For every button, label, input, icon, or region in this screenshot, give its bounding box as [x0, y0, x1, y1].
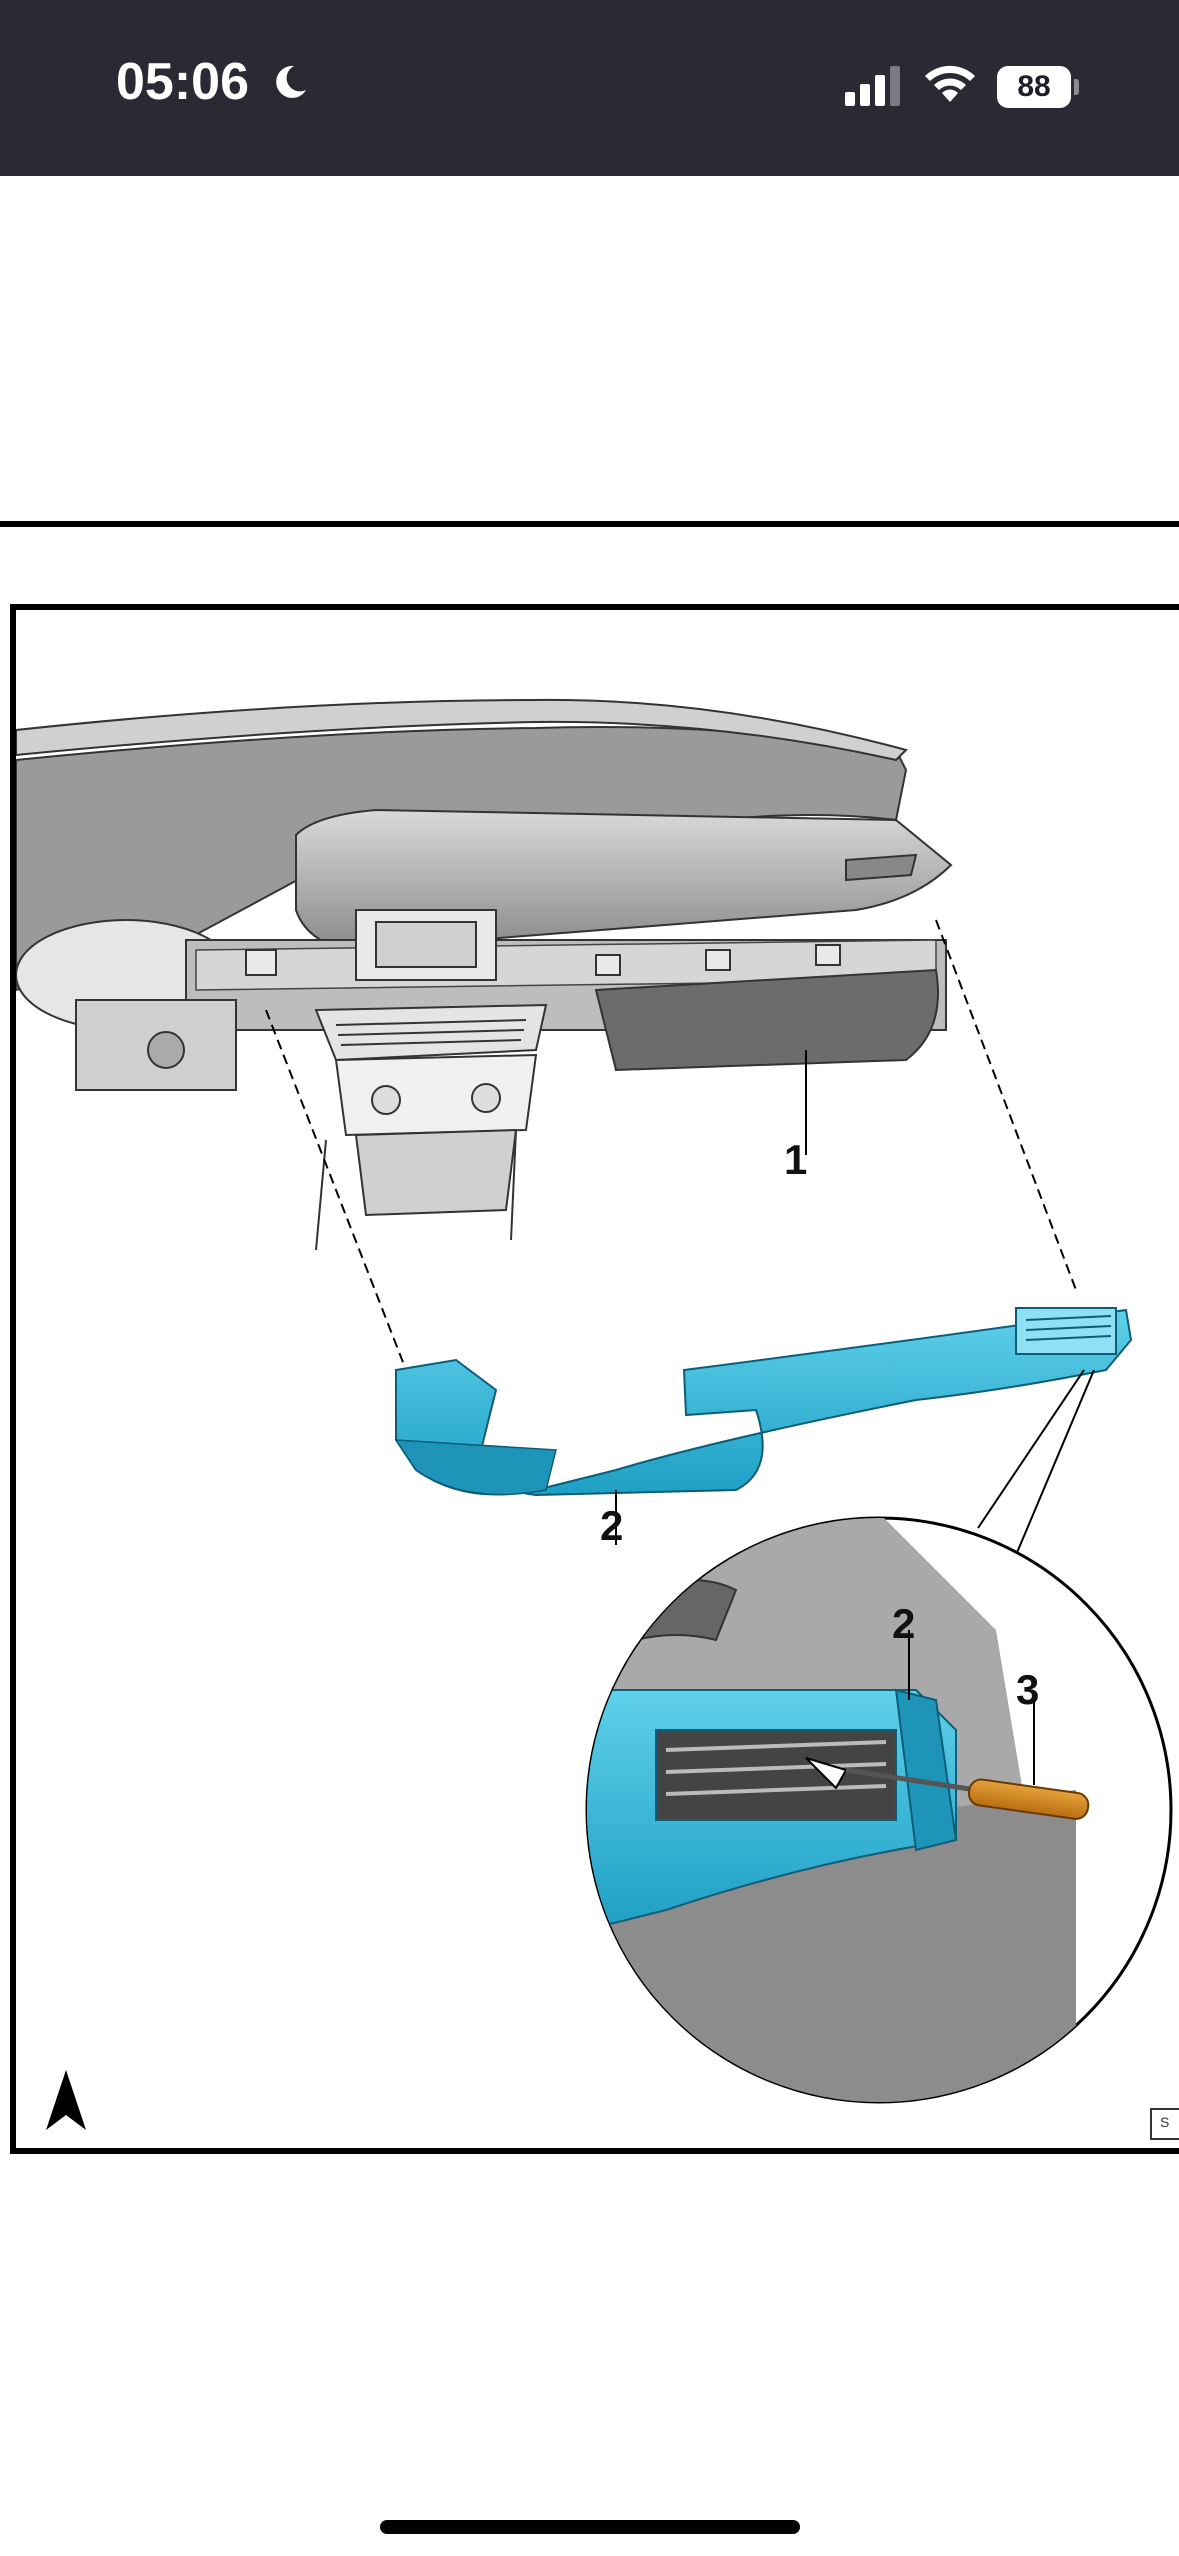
clock-time: 05:06 — [116, 53, 249, 111]
divider-line — [0, 521, 1179, 527]
dashboard-trim-removal-illustration — [16, 698, 1173, 2130]
moon-icon — [276, 65, 306, 98]
detail-connector — [977, 1369, 1095, 1556]
orientation-arrow-icon — [46, 2070, 86, 2130]
callout-2-detail: 2 — [892, 1600, 916, 1647]
dashboard-panel — [16, 698, 953, 1251]
explode-lines — [265, 919, 1077, 1371]
battery-cap — [1074, 79, 1079, 95]
callout-1: 1 — [784, 1136, 808, 1183]
detail-magnifier — [585, 1516, 1173, 2104]
callout-2: 2 — [600, 1502, 624, 1549]
dash-trim-panel — [394, 1307, 1133, 1497]
figure-code-label: S — [1150, 2108, 1179, 2140]
wifi-icon — [925, 65, 975, 102]
cellular-signal-icon — [845, 66, 900, 106]
battery-level: 88 — [997, 66, 1071, 108]
status-bar: 05:06 88 — [0, 0, 1179, 176]
callout-3: 3 — [1016, 1666, 1040, 1713]
repair-diagram-frame: 1 2 2 3 — [10, 604, 1179, 2154]
home-indicator[interactable] — [380, 2520, 800, 2534]
